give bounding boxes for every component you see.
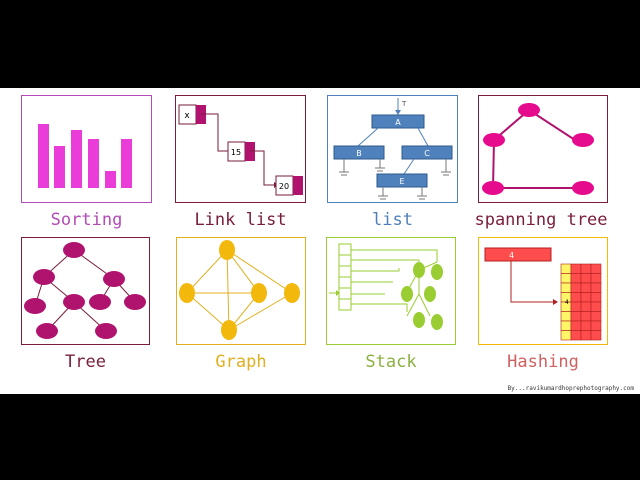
- stack-diagram: [329, 243, 443, 330]
- tree-diagram: [24, 242, 146, 339]
- tree-node: [36, 323, 58, 339]
- tree-node: [63, 242, 85, 258]
- graph-node: [572, 133, 594, 147]
- hashing-diagram: 4 4: [484, 247, 602, 341]
- sort-bar: [88, 139, 99, 188]
- linklist-node1-label: x: [184, 111, 190, 121]
- hash-cell: [590, 263, 602, 274]
- sorting-panel: [21, 95, 152, 203]
- caption-graph: Graph: [215, 352, 267, 372]
- caption-sorting: Sorting: [50, 210, 123, 230]
- hash-cell: [570, 301, 582, 312]
- tree-node: [63, 294, 85, 310]
- hash-cell: [560, 282, 572, 293]
- hash-cell: [570, 320, 582, 331]
- sort-bar: [71, 130, 82, 188]
- list-node-e-label: E: [399, 177, 404, 186]
- tree-node: [89, 294, 111, 310]
- hash-table-grid: [560, 263, 602, 341]
- sort-bar: [38, 124, 49, 188]
- graph-diagram: [179, 240, 300, 340]
- caption-hashing: Hashing: [507, 352, 579, 372]
- hash-cell: [560, 330, 572, 341]
- graph-panel: [176, 237, 306, 345]
- graph-node: [251, 283, 267, 303]
- list-node-a-label: A: [395, 118, 401, 127]
- list-node-c-label: C: [424, 149, 430, 158]
- hash-cell: [580, 311, 592, 322]
- hash-cell: [570, 311, 582, 322]
- hash-cell: [570, 292, 582, 303]
- tree-node: [124, 294, 146, 310]
- graph-node: [221, 320, 237, 340]
- graph-node: [572, 181, 594, 195]
- caption-stack: Stack: [365, 352, 417, 372]
- tree-panel: [21, 237, 150, 345]
- hash-cell: [590, 301, 602, 312]
- hash-bucket-label: 4: [565, 299, 569, 306]
- hash-cell: [570, 330, 582, 341]
- graph-node: [179, 283, 195, 303]
- list-panel: T A B C E: [327, 95, 458, 203]
- hash-cell: [580, 301, 592, 312]
- list-diagram: T A B C E: [333, 98, 453, 200]
- hash-cell: [560, 311, 572, 322]
- spanning-tree-diagram: [482, 103, 594, 195]
- list-top-label: T: [401, 100, 407, 108]
- credit-text: By...ravikumardhoprephotography.com: [507, 385, 634, 392]
- hash-cell: [580, 320, 592, 331]
- caption-spanning-tree: spanning tree: [474, 210, 608, 230]
- diagram-canvas: Sorting x 15 20 Link list T A: [0, 88, 640, 394]
- hash-cell: [590, 311, 602, 322]
- hash-key-label: 4: [509, 251, 514, 260]
- list-node-b-label: B: [356, 149, 362, 158]
- hash-cell: [570, 273, 582, 284]
- hash-cell: [590, 292, 602, 303]
- hash-cell: [590, 282, 602, 293]
- hash-cell: [580, 292, 592, 303]
- hash-cell: [570, 282, 582, 293]
- graph-node: [518, 103, 540, 117]
- stack-node: [413, 312, 425, 328]
- sorting-bars: [38, 124, 132, 188]
- linklist-node2-label: 15: [231, 148, 241, 157]
- hashing-panel: 4 4: [478, 237, 608, 345]
- caption-linklist: Link list: [194, 210, 287, 230]
- hash-cell: [580, 330, 592, 341]
- sort-bar: [105, 171, 116, 188]
- graph-node: [483, 133, 505, 147]
- linklist-node3-label: 20: [279, 182, 289, 191]
- stack-node: [413, 262, 425, 278]
- graph-node: [219, 240, 235, 260]
- hash-cell: [580, 282, 592, 293]
- linklist-panel: x 15 20: [175, 95, 306, 203]
- caption-tree: Tree: [65, 352, 106, 372]
- hash-cell: [580, 273, 592, 284]
- sort-bar: [54, 146, 65, 188]
- graph-node: [482, 181, 504, 195]
- linklist-diagram: x 15 20: [178, 104, 303, 196]
- stack-node: [431, 314, 443, 330]
- hash-cell: [590, 320, 602, 331]
- stack-panel: [326, 237, 456, 345]
- hash-cell: [590, 330, 602, 341]
- sort-bar: [121, 139, 132, 188]
- stack-node: [431, 264, 443, 280]
- tree-node: [95, 323, 117, 339]
- caption-list: list: [372, 210, 413, 230]
- hash-cell: [580, 263, 592, 274]
- spanning-tree-panel: [478, 95, 608, 203]
- tree-node: [33, 269, 55, 285]
- hash-cell: [560, 263, 572, 274]
- hash-cell: [590, 273, 602, 284]
- hash-cell: [560, 320, 572, 331]
- tree-node: [24, 298, 46, 314]
- graph-node: [284, 283, 300, 303]
- tree-node: [103, 271, 125, 287]
- hash-cell: [560, 273, 572, 284]
- hash-cell: [570, 263, 582, 274]
- stack-node: [401, 286, 413, 302]
- stack-node: [424, 286, 436, 302]
